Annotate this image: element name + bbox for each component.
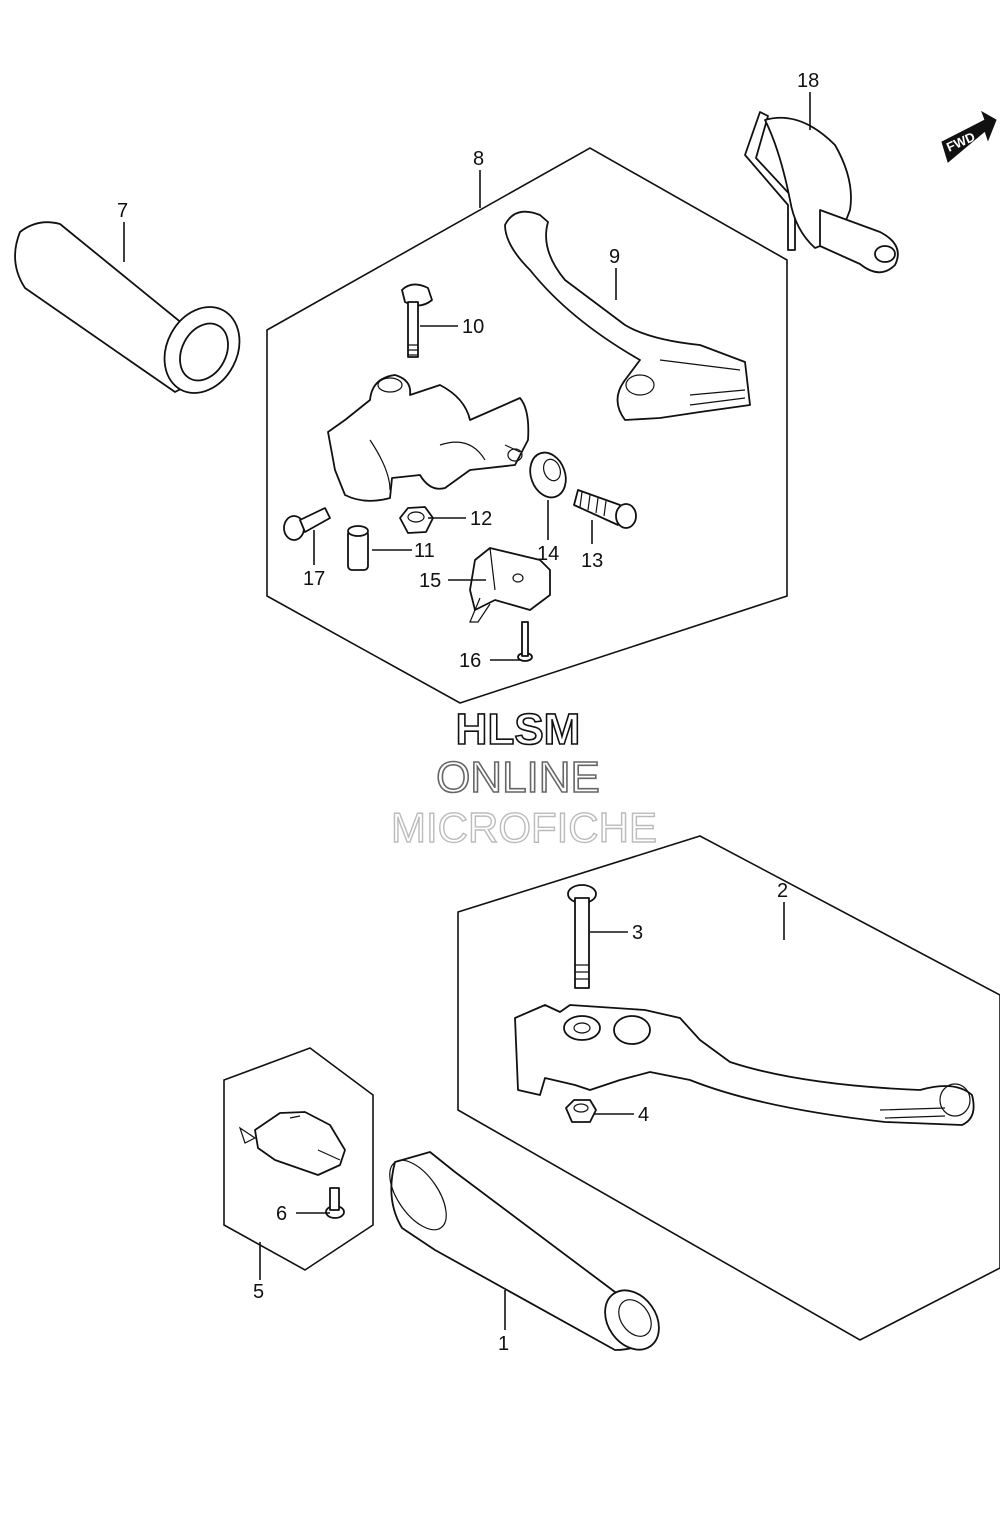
- group-outline-8: [266, 147, 788, 704]
- screw-part-6: [325, 1187, 345, 1219]
- group-outline-2: [457, 835, 1000, 1341]
- callout-1: 1: [498, 1333, 509, 1355]
- lever-assembly-part-2: [514, 1004, 975, 1126]
- lever-guard-part-18: [744, 111, 899, 274]
- throttle-grip-part-1: [389, 1151, 660, 1351]
- collar-part-11: [347, 525, 369, 571]
- callout-12: 12: [470, 508, 492, 530]
- callout-2: 2: [777, 880, 788, 902]
- switch-part-5: [238, 1111, 346, 1176]
- group-outline-5: [223, 1047, 374, 1271]
- callout-11: 11: [414, 540, 435, 562]
- callout-6: 6: [276, 1203, 287, 1225]
- watermark: HLSM ONLINE MICROFICHE: [390, 704, 657, 852]
- watermark-line-1: HLSM: [456, 705, 581, 754]
- adjuster-part-13: [573, 489, 637, 529]
- callout-17: 17: [303, 568, 325, 590]
- nut-part-12: [399, 506, 434, 534]
- callout-4: 4: [638, 1104, 649, 1126]
- watermark-line-3: MICROFICHE: [391, 804, 657, 851]
- callout-9: 9: [609, 246, 620, 268]
- callout-13: 13: [581, 550, 603, 572]
- callout-5: 5: [253, 1281, 264, 1303]
- screw-part-17: [283, 507, 331, 541]
- lever-part-9: [504, 210, 751, 421]
- callout-3: 3: [632, 922, 643, 944]
- holder-part-8: [327, 374, 530, 502]
- callout-7: 7: [117, 200, 128, 222]
- callout-16: 16: [459, 650, 481, 672]
- callout-10: 10: [462, 316, 484, 338]
- callout-labels: 7 8 18 9 10 11 12 13 14 15 16 17 2 3 4 5…: [117, 70, 819, 1355]
- switch-part-15: [469, 547, 551, 623]
- callout-14: 14: [537, 543, 559, 565]
- watermark-line-2: ONLINE: [436, 753, 600, 802]
- nut-part-4: [565, 1099, 597, 1123]
- leader-lines: [123, 92, 811, 1330]
- callout-18: 18: [797, 70, 819, 92]
- grip-part-7: [14, 221, 241, 394]
- bolt-part-10: [401, 283, 433, 358]
- adjuster-nut-part-14: [529, 451, 567, 499]
- fwd-arrow-icon: FWD: [941, 110, 997, 163]
- callout-8: 8: [473, 148, 484, 170]
- bolt-part-3: [567, 884, 597, 989]
- callout-15: 15: [419, 570, 441, 592]
- screw-part-16: [517, 621, 533, 662]
